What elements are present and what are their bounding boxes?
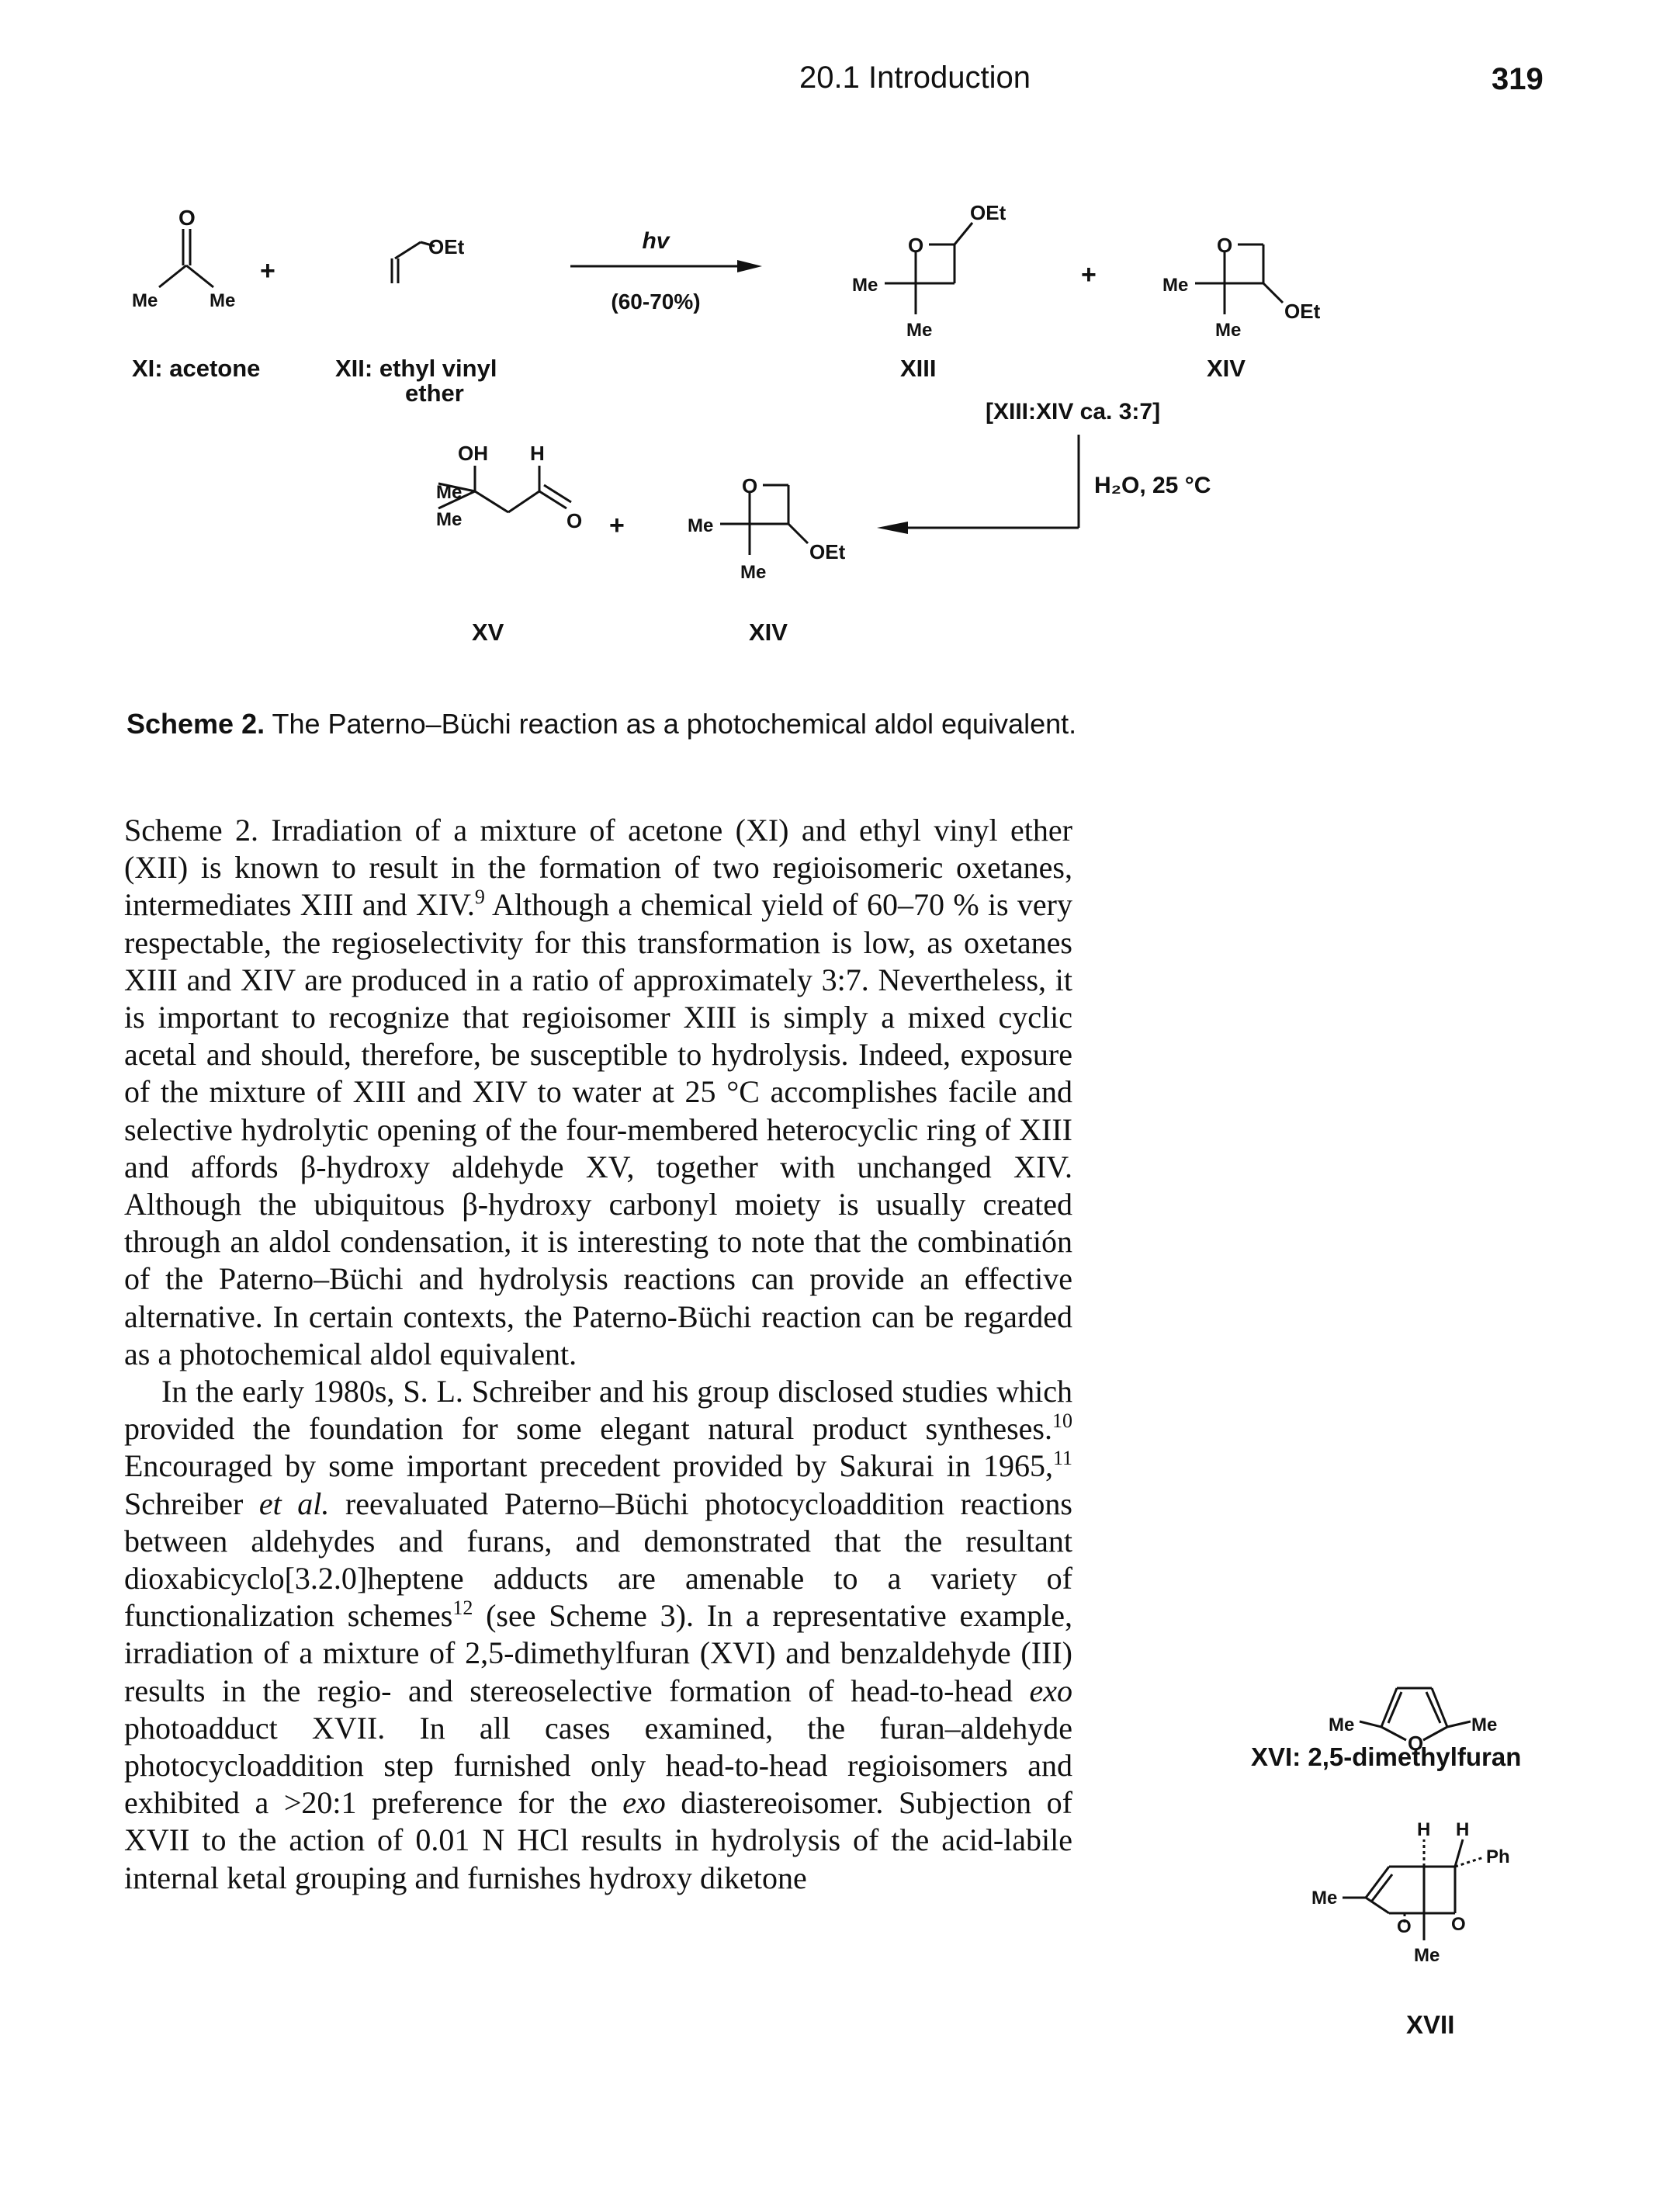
paragraph: In the early 1980s, S. L. Schreiber and … — [124, 1373, 1072, 1897]
atom-me-label: Me — [436, 482, 462, 503]
reference-number: 9 — [474, 886, 485, 909]
plus-sign: + — [1081, 260, 1097, 290]
compound-label-xii: XII: ethyl vinyl — [335, 355, 497, 382]
body-text: Scheme 2. Irradiation of a mixture of ac… — [124, 812, 1072, 1897]
scheme-caption-label: Scheme 2. — [126, 708, 265, 740]
compound-label-xi: XI: acetone — [132, 355, 260, 382]
paragraph: Scheme 2. Irradiation of a mixture of ac… — [124, 812, 1072, 1373]
text-run: Encouraged by some important precedent p… — [124, 1448, 1053, 1484]
scheme-caption: Scheme 2. The Paterno–Büchi reaction as … — [126, 708, 1076, 740]
text-run: exo — [1029, 1673, 1072, 1708]
atom-me-label: Me — [1329, 1714, 1354, 1735]
regioisomer-ratio: [XIII:XIV ca. 3:7] — [986, 399, 1160, 425]
compound-label-xvi: XVI: 2,5-dimethylfuran — [1251, 1742, 1522, 1771]
text-run: et al. — [258, 1486, 330, 1521]
furan-structure-xvi: Me Me O — [1329, 1687, 1497, 1755]
compound-label-xii-line2: ether — [405, 380, 464, 407]
plus-sign: + — [260, 256, 275, 286]
atom-oet-label: OEt — [809, 540, 846, 563]
atom-o-label: O — [1451, 1914, 1466, 1935]
atom-me-label: Me — [1311, 1888, 1337, 1909]
atom-me-label: Me — [436, 509, 462, 530]
atom-me-label: Me — [1215, 320, 1241, 341]
hydrolysis-condition: H₂O, 25 °C — [1094, 473, 1211, 498]
atom-me-label: Me — [1162, 275, 1188, 296]
compound-label-xiv: XIV — [1207, 355, 1246, 382]
scheme-caption-text: The Paterno–Büchi reaction as a photoche… — [272, 708, 1077, 740]
atom-o-label: O — [742, 474, 757, 498]
atom-h-label: H — [1456, 1819, 1469, 1840]
text-run: exo — [622, 1785, 666, 1821]
reference-number: 10 — [1052, 1409, 1072, 1433]
text-run: photoadduct XVII. In all cases examined,… — [124, 1710, 1072, 1821]
text-run: (see Scheme 3). In a representative exam… — [124, 1598, 1072, 1708]
atom-o-label: O — [1397, 1916, 1412, 1937]
atom-o-label: O — [566, 509, 582, 532]
compound-label-xv: XV — [472, 619, 504, 646]
atom-o-label: O — [178, 206, 196, 230]
atom-o-label: O — [908, 234, 923, 257]
atom-me-label: Me — [688, 515, 713, 536]
compound-label-xiii: XIII — [900, 355, 937, 382]
scheme-2-figure: O Me Me + OEt hv (60-70%) O OEt Me Me + … — [132, 201, 1321, 646]
atom-h-label: H — [1417, 1819, 1430, 1840]
atom-me-label: Me — [740, 562, 766, 583]
atom-ph-label: Ph — [1486, 1846, 1510, 1867]
text-run: diastereoisomer. Subjection of XVII to t… — [124, 1785, 1073, 1895]
atom-oh-label: OH — [458, 442, 488, 465]
page-number: 319 — [1492, 62, 1544, 96]
atom-o-label: O — [1408, 1732, 1423, 1755]
compound-label-xvii: XVII — [1406, 2010, 1455, 2039]
atom-me-label: Me — [852, 275, 878, 296]
atom-o-label: O — [1217, 234, 1232, 257]
atom-me-label: Me — [906, 320, 932, 341]
reference-number: 11 — [1052, 1447, 1072, 1470]
compound-label-xiv-product: XIV — [749, 619, 788, 646]
atom-me-label: Me — [132, 290, 158, 311]
running-head: 20.1 Introduction — [799, 61, 1031, 95]
arrow-yield-label: (60-70%) — [611, 290, 700, 314]
text-run: Although a chemical yield of 60–70 % is … — [124, 887, 1072, 1371]
atom-oet-label: OEt — [1284, 300, 1321, 323]
atom-me-label: Me — [1471, 1714, 1497, 1735]
text-run: reevaluated Paterno–Büchi photocycloaddi… — [124, 1486, 1072, 1634]
atom-oet-label: OEt — [428, 235, 465, 258]
photoadduct-structure-xvii: H H Ph Me O O Me — [1311, 1819, 1510, 1966]
atom-me-label: Me — [210, 290, 235, 311]
reference-number: 12 — [452, 1597, 473, 1620]
text-run: In the early 1980s, S. L. Schreiber and … — [124, 1374, 1072, 1447]
text-run: Schreiber — [124, 1486, 259, 1521]
plus-sign: + — [609, 511, 625, 540]
arrow-hv-label: hv — [642, 228, 670, 254]
atom-h-label: H — [530, 442, 545, 465]
atom-oet-label: OEt — [970, 201, 1007, 224]
atom-me-label: Me — [1414, 1945, 1440, 1966]
text-run: Scheme 2. Irradiation of a mixture of ac… — [124, 813, 1072, 923]
